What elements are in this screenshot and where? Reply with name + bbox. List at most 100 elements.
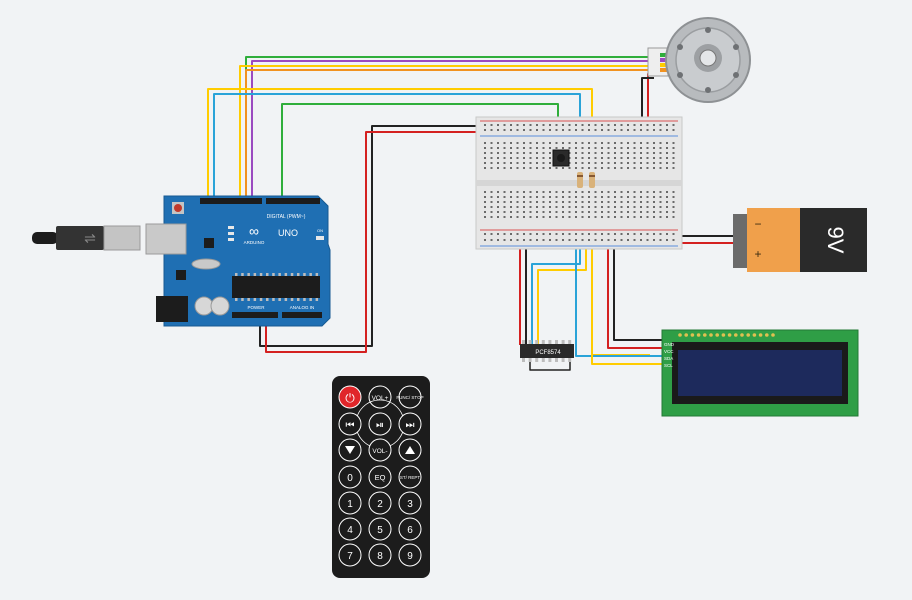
vol-minus-button[interactable]: VOL- <box>368 438 392 462</box>
breadboard-hole <box>666 147 668 149</box>
six-circle <box>398 517 422 541</box>
previous-circle <box>338 412 362 436</box>
breadboard[interactable] <box>475 116 683 250</box>
next-button[interactable]: ⏭ <box>398 412 422 436</box>
four-circle <box>338 517 362 541</box>
chip-pin <box>309 298 312 301</box>
capacitor-2 <box>210 296 230 316</box>
breadboard-hole <box>646 233 649 235</box>
breadboard-hole <box>562 167 564 169</box>
wire-blue-top[interactable] <box>213 93 581 200</box>
breadboard-hole <box>601 196 603 198</box>
play-pause-button[interactable]: ⏯ <box>368 412 392 436</box>
wire-blue-lcd[interactable] <box>575 240 664 357</box>
breadboard-hole <box>516 147 519 149</box>
breadboard-hole <box>581 233 584 235</box>
six-button[interactable]: 6 <box>398 517 422 541</box>
breadboard-hole <box>536 167 538 169</box>
lcd-display[interactable]: GND VCC SDA SCL <box>661 329 859 417</box>
eight-button[interactable]: 8 <box>368 543 392 567</box>
breadboard-hole <box>503 167 506 169</box>
breadboard-hole <box>659 239 662 241</box>
st-rept-button[interactable]: ST/ REPT <box>398 465 422 489</box>
wire-yellow-lcd[interactable] <box>591 355 664 365</box>
breadboard-hole <box>620 147 623 149</box>
breadboard-hole <box>666 206 668 208</box>
wire-ic-loop[interactable] <box>529 360 571 371</box>
eq-button[interactable]: EQ <box>368 465 392 489</box>
breadboard-hole <box>523 216 525 218</box>
two-button[interactable]: 2 <box>368 491 392 515</box>
arduino-uno[interactable]: ⇌ DIGITAL (PWM~) ∞ UNO ARDUINO ON <box>32 195 331 327</box>
breadboard-hole <box>497 152 499 154</box>
wire-yellow-ic[interactable] <box>537 240 587 345</box>
down-button[interactable] <box>338 438 362 462</box>
wire-red-lcd[interactable] <box>607 240 664 349</box>
wire-blue-ic[interactable] <box>531 240 581 345</box>
breadboard-hole <box>633 162 636 164</box>
ic-pin <box>548 340 552 344</box>
wire-yellow-servo[interactable] <box>239 65 658 200</box>
breadboard-hole <box>659 152 662 154</box>
breadboard-hole <box>484 129 486 131</box>
previous-button[interactable]: ⏮ <box>338 412 362 436</box>
zero-label: 0 <box>347 473 353 484</box>
four-button[interactable]: 4 <box>338 517 362 541</box>
func-stop-button[interactable]: FUNC/ STOP <box>396 385 424 409</box>
two-circle <box>368 491 392 515</box>
breadboard-hole <box>562 191 564 193</box>
breadboard-hole <box>653 167 655 169</box>
breadboard-hole <box>666 216 668 218</box>
three-button[interactable]: 3 <box>398 491 422 515</box>
breadboard-hole <box>581 152 584 154</box>
breadboard-hole <box>640 196 642 198</box>
zero-button[interactable]: 0 <box>338 465 362 489</box>
breadboard-hole <box>484 216 486 218</box>
pcf8574-ic[interactable]: PCF8574 <box>520 340 574 362</box>
breadboard-hole <box>640 142 642 144</box>
five-button[interactable]: 5 <box>368 517 392 541</box>
breadboard-hole <box>562 129 564 131</box>
lcd-header-pin <box>709 333 713 337</box>
breadboard-hole <box>529 129 532 131</box>
ir-remote[interactable]: ⏻ VOL+ FUNC/ STOP ⏮ ⏯ ⏭ <box>332 376 430 578</box>
chip-pin <box>266 273 269 276</box>
arrow-up-icon <box>405 446 415 454</box>
breadboard-hole <box>588 201 590 203</box>
nine-button[interactable]: 9 <box>398 543 422 567</box>
breadboard-hole <box>594 191 597 193</box>
up-button[interactable] <box>398 438 422 462</box>
power-button[interactable]: ⏻ <box>338 385 362 409</box>
eight-circle <box>368 543 392 567</box>
fast-forward-icon: ⏭ <box>406 420 415 431</box>
breadboard-hole <box>575 211 577 213</box>
breadboard-hole <box>542 147 545 149</box>
one-button[interactable]: 1 <box>338 491 362 515</box>
breadboard-hole <box>542 191 545 193</box>
breadboard-hole <box>510 162 512 164</box>
breadboard-hole <box>620 142 623 144</box>
wire-black-power[interactable] <box>259 125 488 347</box>
breadboard-hole <box>633 206 636 208</box>
servo-motor[interactable] <box>647 17 751 103</box>
breadboard-hole <box>588 239 590 241</box>
breadboard-hole <box>620 206 623 208</box>
vol-plus-button[interactable]: VOL+ <box>368 385 392 409</box>
breadboard-hole <box>516 239 519 241</box>
breadboard-hole <box>510 152 512 154</box>
power-header <box>232 312 278 318</box>
wire-red-power[interactable] <box>265 131 488 353</box>
wire-purple-servo[interactable] <box>251 60 658 200</box>
battery-9v[interactable]: − + 9V <box>733 208 867 272</box>
wire-orange-servo[interactable] <box>245 69 658 200</box>
breadboard-hole <box>627 157 629 159</box>
seven-button[interactable]: 7 <box>338 543 362 567</box>
resistor-2[interactable] <box>589 172 595 188</box>
breadboard-hole <box>653 201 655 203</box>
breadboard-hole <box>659 162 662 164</box>
breadboard-hole <box>542 152 545 154</box>
resistor-1[interactable] <box>577 172 583 188</box>
breadboard-hole <box>542 129 545 131</box>
breadboard-hole <box>607 157 610 159</box>
breadboard-hole <box>575 157 577 159</box>
